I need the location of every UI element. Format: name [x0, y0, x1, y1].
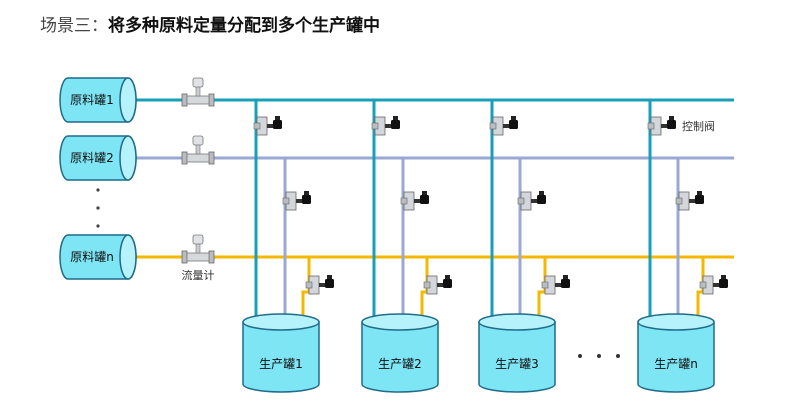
- flowmeter-icon: [181, 234, 215, 264]
- production-tank-label: 生产罐n: [654, 357, 698, 371]
- ellipsis-dot-vertical: [96, 206, 100, 210]
- control-valve-icon: [423, 275, 452, 295]
- production-tank: 生产罐n: [637, 313, 715, 393]
- control-valve-icon: [371, 116, 400, 136]
- control-valve-icon: [400, 191, 429, 211]
- control-valve-icon: [305, 275, 334, 295]
- control-valve-icon: [517, 191, 546, 211]
- title-separator: ：: [91, 16, 108, 36]
- ellipsis-dot-vertical: [96, 188, 100, 192]
- production-tank-label: 生产罐1: [259, 357, 303, 371]
- raw-material-tank: 原料罐n: [59, 234, 137, 280]
- raw-material-tank: 原料罐2: [59, 135, 137, 181]
- raw-tank-label: 原料罐1: [70, 93, 114, 107]
- ellipsis-dot-horizontal: [616, 354, 620, 358]
- raw-tank-label: 原料罐2: [70, 151, 114, 165]
- control-valve-icon: [541, 275, 570, 295]
- ellipsis-dot-horizontal: [578, 354, 582, 358]
- raw-tank-label: 原料罐n: [70, 250, 114, 264]
- control-valve-icon: [699, 275, 728, 295]
- flowmeter-icon: [181, 135, 215, 165]
- control-valve-label: 控制阀: [682, 119, 715, 133]
- ellipsis-dot-horizontal: [597, 354, 601, 358]
- title-main: 将多种原料定量分配到多个生产罐中: [108, 16, 380, 36]
- production-tank: 生产罐1: [242, 313, 320, 393]
- drop-pipe: [301, 257, 311, 322]
- raw-material-tank: 原料罐1: [59, 77, 137, 123]
- control-valve-icon: [282, 191, 311, 211]
- ellipsis-dot-vertical: [96, 224, 100, 228]
- drop-pipe: [420, 257, 429, 322]
- production-tank: 生产罐3: [478, 313, 556, 393]
- production-tank-label: 生产罐3: [495, 357, 539, 371]
- drop-pipe: [696, 257, 705, 322]
- title-lead: 场景三: [40, 16, 91, 36]
- flowmeter-label: 流量计: [182, 268, 215, 282]
- production-tank: 生产罐2: [361, 313, 439, 393]
- control-valve-icon: [647, 116, 676, 136]
- control-valve-icon: [253, 116, 282, 136]
- control-valve-icon: [675, 191, 704, 211]
- flowmeter-icon: [181, 77, 215, 107]
- control-valve-icon: [489, 116, 518, 136]
- page-title: 场景三：将多种原料定量分配到多个生产罐中: [40, 11, 380, 36]
- production-tank-label: 生产罐2: [378, 357, 422, 371]
- drop-pipe: [537, 257, 547, 322]
